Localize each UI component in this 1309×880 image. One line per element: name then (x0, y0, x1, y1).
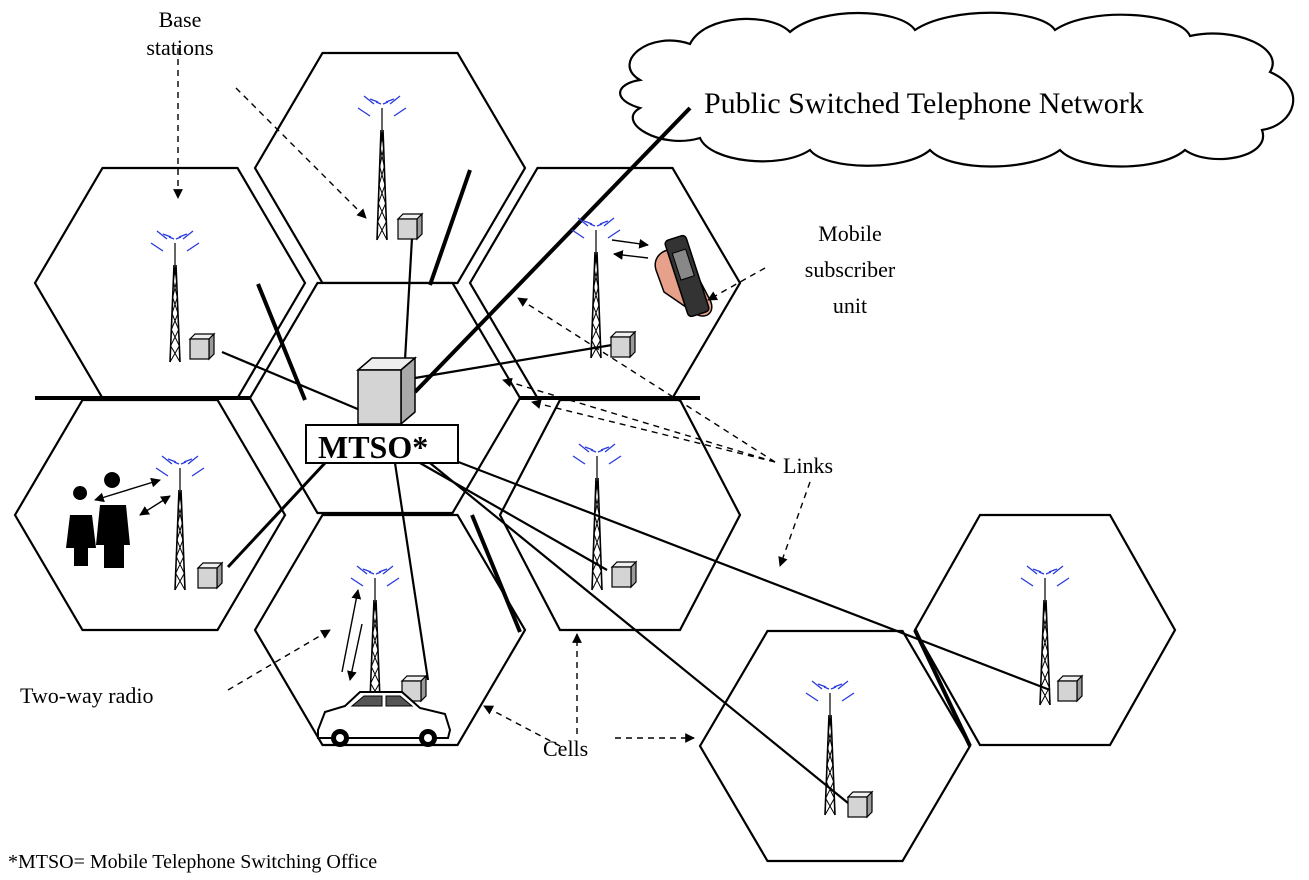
box-front (198, 568, 217, 588)
base-stations-label-line2: stations (120, 34, 240, 62)
cells-label: Cells (543, 735, 588, 763)
base-station-top-box (398, 214, 422, 239)
arrow-links-far (780, 482, 810, 566)
cell-far-bottom (700, 631, 970, 861)
box-side (630, 332, 635, 357)
box-front (848, 797, 867, 817)
car-hub-rear (424, 734, 432, 742)
base-station-lower-right-box (612, 562, 636, 587)
mobile-subscriber-label-line1: Mobile (780, 220, 920, 248)
box-side (631, 562, 636, 587)
pstn-label: Public Switched Telephone Network (704, 86, 1144, 122)
box-front (612, 567, 631, 587)
box-side (209, 334, 214, 359)
cells-layer (15, 13, 1293, 861)
footnote: *MTSO= Mobile Telephone Switching Office (8, 848, 377, 876)
cell-top (255, 53, 525, 283)
mobile-subscriber-label-line2: subscriber (780, 256, 920, 284)
cell-lower-left (15, 400, 285, 630)
box-front (611, 337, 630, 357)
box-side (417, 214, 422, 239)
box-side (421, 676, 426, 701)
two-way-radio-label: Two-way radio (20, 682, 153, 710)
base-station-far-bottom-box (848, 792, 872, 817)
base-station-upper-left-box (190, 334, 214, 359)
box-front (1058, 681, 1077, 701)
links-label: Links (783, 452, 833, 480)
cell-upper-left (35, 168, 305, 398)
base-station-upper-right-box (611, 332, 635, 357)
base-stations-label-line1: Base (120, 6, 240, 34)
mobile-subscriber-label: Mobile subscriber unit (780, 220, 920, 320)
cell-lower-right (500, 400, 740, 630)
box-front (398, 219, 417, 239)
car-hub-front (336, 734, 344, 742)
box-side (1077, 676, 1082, 701)
mtso-switch-front (358, 370, 401, 424)
base-station-far-right-box (1058, 676, 1082, 701)
box-side (867, 792, 872, 817)
base-station-lower-left-box (198, 563, 222, 588)
base-stations-label: Base stations (120, 6, 240, 62)
box-front (190, 339, 209, 359)
mtso-switch-side (401, 358, 415, 424)
box-side (217, 563, 222, 588)
mtso-label: MTSO* (318, 429, 428, 465)
mobile-subscriber-label-line3: unit (780, 292, 920, 320)
